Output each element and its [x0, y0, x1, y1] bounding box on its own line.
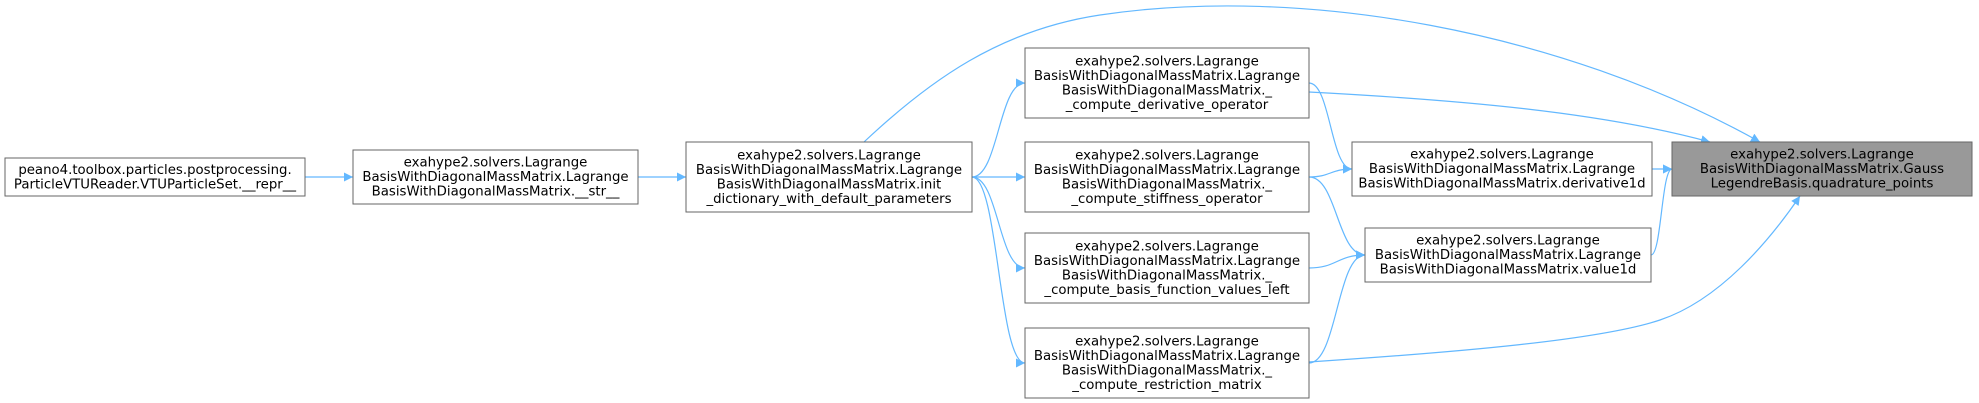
node-init-dictionary[interactable]: exahype2.solvers.LagrangeBasisWithDiagon… [685, 141, 973, 213]
edge-init-dictionary-to-compute-restriction-matrix [971, 176, 1026, 368]
edge-compute-basis-function-values-left-to-value1d [1308, 250, 1366, 269]
node-label-line: peano4.toolbox.particles.postprocessing. [18, 163, 291, 178]
edge-value1d-to-quadrature-points [1650, 164, 1673, 256]
edge-init-dictionary-to-compute-basis-function-values-left [971, 176, 1026, 273]
node-label-line: BasisWithDiagonalMassMatrix.Lagrange [1375, 248, 1641, 263]
node-label-line: exahype2.solvers.Lagrange [1410, 148, 1594, 163]
node-label-line: exahype2.solvers.Lagrange [1075, 239, 1259, 254]
node-label-line: exahype2.solvers.Lagrange [1730, 148, 1914, 163]
node-label-line: BasisWithDiagonalMassMatrix.__str__ [372, 185, 620, 200]
node-label-line: exahype2.solvers.Lagrange [1416, 234, 1600, 249]
node-compute-stiffness-operator[interactable]: exahype2.solvers.LagrangeBasisWithDiagon… [1024, 141, 1310, 213]
edge-compute-derivative-operator-to-derivative1d [1308, 82, 1353, 174]
node-label-line: BasisWithDiagonalMassMatrix._ [1062, 363, 1273, 378]
node-box [1024, 232, 1310, 304]
node-box [1351, 141, 1653, 197]
nodes-layer: exahype2.solvers.LagrangeBasisWithDiagon… [4, 47, 1973, 399]
node-label-line: BasisWithDiagonalMassMatrix.Lagrange [696, 163, 962, 178]
edge-compute-restriction-matrix-to-quadrature-points [1308, 195, 1801, 363]
node-compute-basis-function-values-left[interactable]: exahype2.solvers.LagrangeBasisWithDiagon… [1024, 232, 1310, 304]
node-box [1024, 327, 1310, 399]
node-label-line: _compute_basis_function_values_left [1043, 283, 1289, 298]
node-repr[interactable]: peano4.toolbox.particles.postprocessing.… [4, 157, 306, 197]
node-derivative1d[interactable]: exahype2.solvers.LagrangeBasisWithDiagon… [1351, 141, 1653, 197]
node-label-line: exahype2.solvers.Lagrange [1075, 334, 1259, 349]
edge-init-dictionary-to-compute-derivative-operator [971, 78, 1026, 178]
node-quadrature-points[interactable]: exahype2.solvers.LagrangeBasisWithDiagon… [1671, 141, 1973, 197]
node-label-line: BasisWithDiagonalMassMatrix.Lagrange [362, 170, 628, 185]
node-box [4, 157, 306, 197]
node-str[interactable]: exahype2.solvers.LagrangeBasisWithDiagon… [352, 149, 639, 205]
node-box [1364, 227, 1652, 283]
node-label-line: BasisWithDiagonalMassMatrix.Lagrange [1034, 163, 1300, 178]
edge-compute-stiffness-operator-to-derivative1d [1308, 164, 1353, 178]
node-label-line: _compute_restriction_matrix [1071, 378, 1262, 393]
node-compute-derivative-operator[interactable]: exahype2.solvers.LagrangeBasisWithDiagon… [1024, 47, 1310, 119]
node-label-line: BasisWithDiagonalMassMatrix.derivative1d [1358, 177, 1645, 192]
node-label-line: BasisWithDiagonalMassMatrix._ [1062, 83, 1273, 98]
node-label-line: ParticleVTUReader.VTUParticleSet.__repr_… [14, 177, 296, 192]
node-box [1024, 141, 1310, 213]
node-label-line: BasisWithDiagonalMassMatrix._ [1062, 268, 1273, 283]
node-label-line: BasisWithDiagonalMassMatrix.Lagrange [1034, 69, 1300, 84]
node-box [1024, 47, 1310, 119]
node-label-line: BasisWithDiagonalMassMatrix.init [717, 177, 942, 192]
node-box [685, 141, 973, 213]
node-label-line: BasisWithDiagonalMassMatrix.Lagrange [1369, 162, 1635, 177]
node-label-line: exahype2.solvers.Lagrange [737, 148, 921, 163]
node-label-line: BasisWithDiagonalMassMatrix._ [1062, 177, 1273, 192]
node-box [1671, 141, 1973, 197]
node-label-line: BasisWithDiagonalMassMatrix.value1d [1380, 263, 1637, 278]
node-label-line: _compute_stiffness_operator [1070, 192, 1263, 207]
node-compute-restriction-matrix[interactable]: exahype2.solvers.LagrangeBasisWithDiagon… [1024, 327, 1310, 399]
edge-compute-restriction-matrix-to-value1d [1308, 250, 1366, 364]
edge-compute-derivative-operator-to-quadrature-points [1308, 91, 1711, 144]
node-label-line: exahype2.solvers.Lagrange [1075, 54, 1259, 69]
node-value1d[interactable]: exahype2.solvers.LagrangeBasisWithDiagon… [1364, 227, 1652, 283]
edge-init-dictionary-to-quadrature-points [863, 5, 1761, 143]
node-label-line: BasisWithDiagonalMassMatrix.Lagrange [1034, 349, 1300, 364]
node-label-line: _compute_derivative_operator [1065, 98, 1269, 113]
node-label-line: LegendreBasis.quadrature_points [1711, 177, 1934, 192]
node-label-line: exahype2.solvers.Lagrange [1075, 148, 1259, 163]
node-label-line: BasisWithDiagonalMassMatrix.Gauss [1700, 162, 1944, 177]
node-label-line: BasisWithDiagonalMassMatrix.Lagrange [1034, 254, 1300, 269]
edges-layer [304, 5, 1801, 368]
node-label-line: _dictionary_with_default_parameters [705, 192, 951, 207]
node-label-line: exahype2.solvers.Lagrange [404, 156, 588, 171]
node-box [352, 149, 639, 205]
